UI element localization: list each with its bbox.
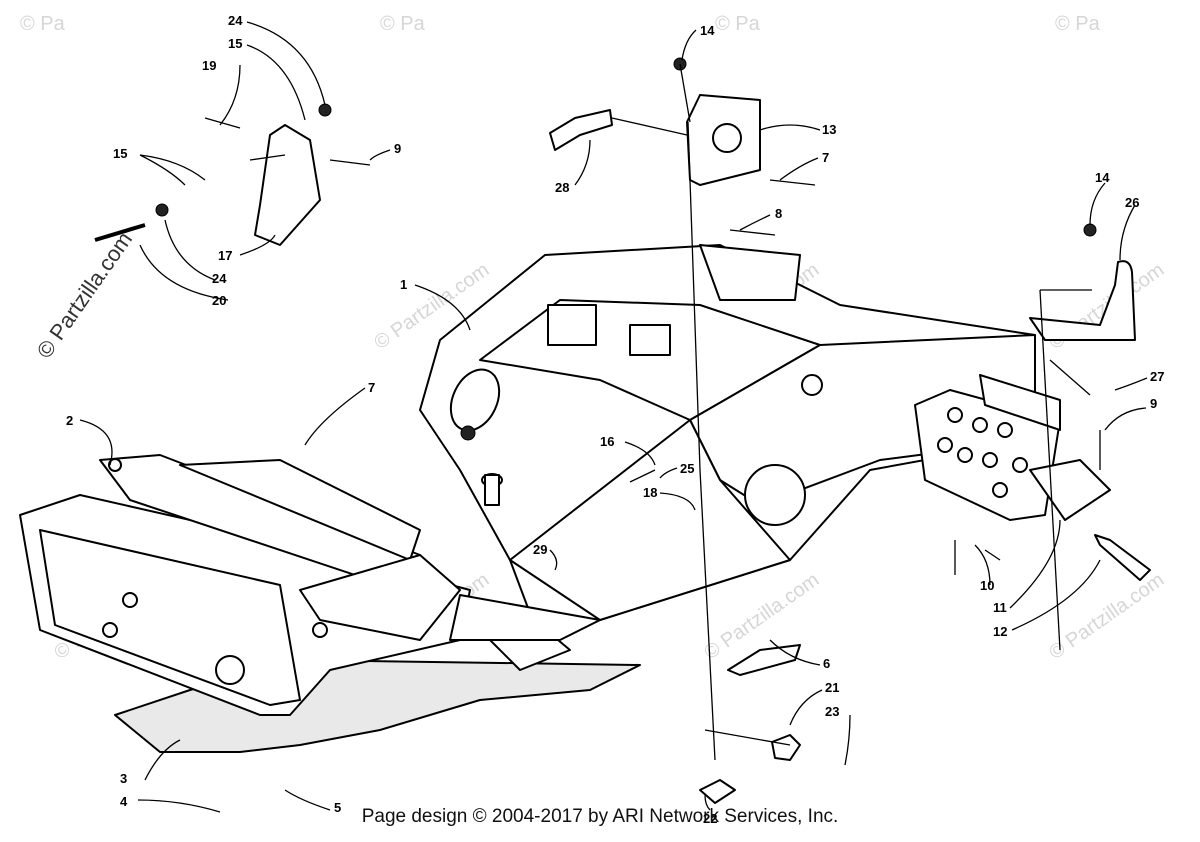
bracket-13-hole — [712, 123, 742, 153]
bracket-12-part — [1094, 534, 1151, 581]
bolt-19-part — [204, 117, 241, 129]
callout-8: 8 — [775, 206, 782, 221]
callout-2: 2 — [66, 413, 73, 428]
callout-25: 25 — [680, 461, 694, 476]
bracket-28-part — [549, 109, 613, 151]
bracket-6-part — [727, 644, 801, 676]
callout-22: 22 — [703, 811, 717, 826]
callout-24b: 24 — [212, 271, 227, 286]
callout-9a: 9 — [394, 141, 401, 156]
callout-14b: 14 — [1095, 170, 1110, 185]
callout-3: 3 — [120, 771, 127, 786]
watermark-corner-4: © Pa — [1055, 13, 1101, 35]
callout-16: 16 — [600, 434, 614, 449]
callout-15b: 15 — [113, 146, 127, 161]
bumper-22-part — [699, 779, 736, 804]
callout-1: 1 — [400, 277, 407, 292]
callout-6: 6 — [823, 656, 830, 671]
callout-leaders — [79, 21, 1148, 813]
nut-24b-part — [155, 203, 169, 217]
callout-27: 27 — [1150, 369, 1164, 384]
watermark-bottom-4: © Partzilla.com — [1045, 569, 1168, 664]
callout-19: 19 — [202, 58, 216, 73]
watermark-corner-3: © Pa — [715, 13, 761, 35]
callout-5: 5 — [334, 800, 341, 815]
callout-7b: 7 — [368, 380, 375, 395]
callout-21: 21 — [825, 680, 839, 695]
bolt-20-part — [94, 223, 146, 242]
callout-10: 10 — [980, 578, 994, 593]
callout-29: 29 — [533, 542, 547, 557]
main-frame-part — [419, 244, 1036, 641]
nut-14-part — [673, 57, 687, 71]
callout-11: 11 — [993, 600, 1007, 615]
watermark-corner-1: © Pa — [20, 13, 66, 35]
watermark-dark: © Partzilla.com — [32, 227, 138, 363]
callout-26: 26 — [1125, 195, 1139, 210]
nut-24-part — [318, 103, 332, 117]
clip-21-part — [771, 734, 801, 761]
callout-4: 4 — [120, 794, 128, 809]
callout-18: 18 — [643, 485, 657, 500]
callout-28: 28 — [555, 180, 569, 195]
callout-17: 17 — [218, 248, 232, 263]
callout-12: 12 — [993, 624, 1007, 639]
bracket-17-part — [254, 124, 321, 246]
callout-24a: 24 — [228, 13, 243, 28]
handle-26-part — [1029, 260, 1136, 341]
callout-15a: 15 — [228, 36, 242, 51]
footrest-bracket-part — [914, 374, 1111, 521]
watermark-corner-2: © Pa — [380, 13, 426, 35]
callout-7a: 7 — [822, 150, 829, 165]
callout-14a: 14 — [700, 23, 715, 38]
callout-9b: 9 — [1150, 396, 1157, 411]
copyright-footer: Page design © 2004-2017 by ARI Network S… — [361, 806, 839, 827]
callout-labels: 24 15 19 15 9 17 24 20 14 13 7 28 8 14 2… — [66, 13, 1164, 826]
nut-14b-part — [1083, 223, 1097, 237]
leader-lines — [249, 63, 1101, 761]
rear-suspension-part — [19, 454, 601, 716]
callout-13: 13 — [822, 122, 836, 137]
callout-20: 20 — [212, 293, 226, 308]
callout-23: 23 — [825, 704, 839, 719]
